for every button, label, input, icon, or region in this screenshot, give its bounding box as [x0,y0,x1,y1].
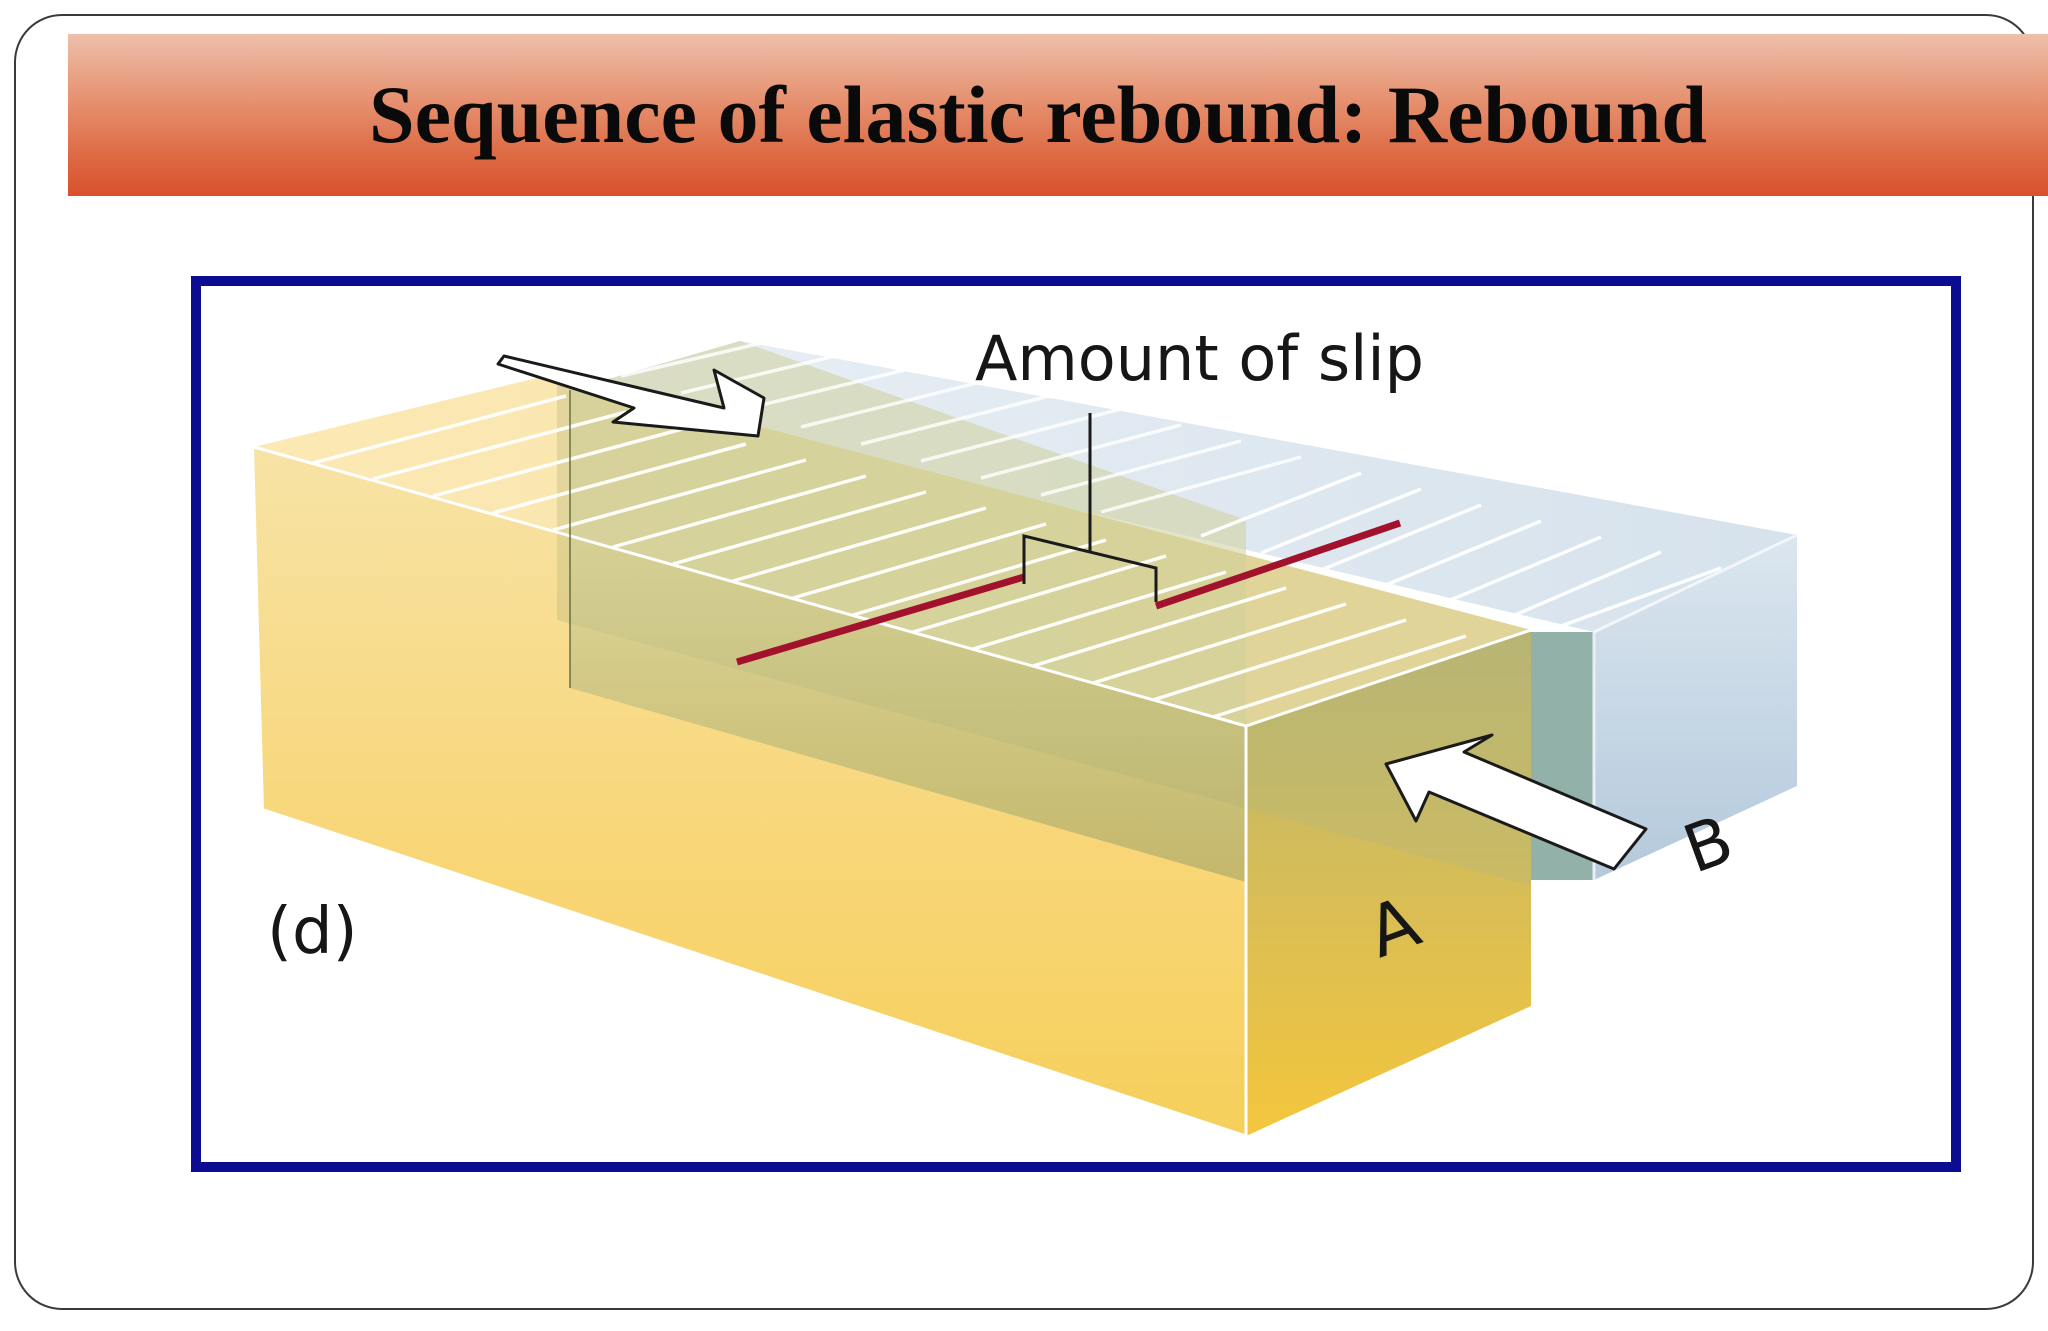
fault-block-diagram: Amount of slip (d) A B [253,322,1798,1138]
push-arrow-filled-icon [1384,733,1648,871]
title-bar [68,34,2048,196]
offset-line [736,519,1402,666]
push-arrow-outline-icon [496,354,766,438]
slide-title: Sequence of elastic rebound: Rebound [369,69,1707,160]
block-edges [253,445,1798,1138]
amount-of-slip-label: Amount of slip [975,322,1424,395]
block-a-front [254,447,1246,1136]
overlap-top [570,341,1246,726]
offset-line-segment-a [736,573,1025,666]
slip-bracket-icon [1022,413,1158,602]
panel-label: (d) [267,895,358,969]
block-b-end-face [1594,535,1797,880]
title-wrap: Sequence of elastic rebound: Rebound [68,34,2048,196]
offset-line-segment-b [1154,519,1402,610]
figure-frame: Amount of slip (d) A B [191,276,1961,1172]
overlap-region [570,341,1246,882]
surface-stripes [312,327,1722,719]
overlap-side [570,537,1246,882]
